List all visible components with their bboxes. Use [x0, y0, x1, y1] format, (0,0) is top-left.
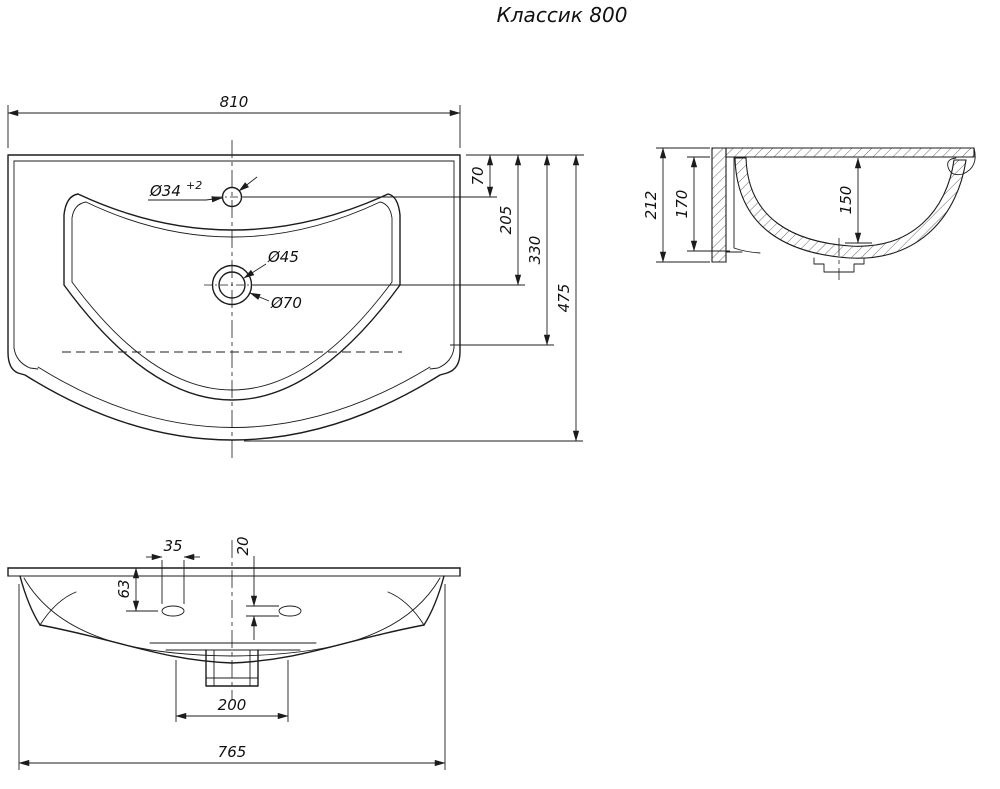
apron-inner-arc: [37, 366, 431, 428]
faucet-hole-tolerance-label: +2: [186, 179, 202, 192]
underside-outer-right: [231, 624, 425, 664]
drawing-title: Классик 800: [497, 3, 628, 27]
dim-205-label: 205: [497, 206, 515, 235]
rim-section-band: [725, 147, 975, 158]
dim-150-label: 150: [837, 186, 855, 215]
front-view-geometry: [7, 540, 461, 700]
drain-hole-label: Ø45: [267, 248, 299, 266]
leader-arrow: [238, 176, 258, 192]
dim-330-label: 330: [526, 236, 544, 265]
dim-765-label: 765: [218, 743, 247, 761]
dim-63-label: 63: [115, 579, 133, 598]
overflow-slot-right: [278, 605, 302, 617]
underside-inner-right: [231, 577, 441, 657]
wall-inner-line: [733, 156, 761, 254]
drain-recess-label: Ø70: [270, 294, 302, 312]
dim-35-label: 35: [163, 537, 182, 555]
side-view-geometry: [711, 147, 976, 280]
dim-20-label: 20: [234, 536, 252, 555]
dim-212-label: 212: [642, 191, 660, 220]
leader-line: [249, 292, 270, 302]
overflow-slot-left: [161, 605, 185, 617]
top-view-geometry: [7, 140, 461, 458]
dim-810-label: 810: [220, 93, 249, 111]
top-view: 810 70 205 330 475 Ø34 +2 Ø4: [7, 93, 584, 458]
underside-inner-left: [23, 577, 233, 657]
basin-outline: [63, 193, 401, 401]
faucet-hole-label: Ø34: [149, 182, 181, 200]
leader-line: [243, 263, 267, 279]
left-wing-outer: [19, 575, 41, 626]
left-wing-inner: [39, 591, 77, 626]
drain-hole-outer: [211, 264, 253, 306]
right-wing-inner: [387, 591, 425, 626]
dim-70-label: 70: [469, 166, 487, 185]
outer-contour: [7, 154, 461, 441]
side-view: 212 170 150: [642, 147, 976, 280]
top-view-dimensions: 810 70 205 330 475 Ø34 +2 Ø4: [7, 93, 584, 442]
leader-line: [148, 196, 223, 203]
underside-outer-left: [39, 624, 233, 664]
right-wing-outer: [423, 575, 445, 626]
side-view-dimensions: 212 170 150: [642, 147, 872, 263]
corner-step-left: [13, 347, 39, 370]
dim-170-label: 170: [673, 190, 691, 219]
dim-200-label: 200: [218, 696, 247, 714]
corner-step-right: [429, 347, 455, 370]
dim-475-label: 475: [555, 284, 573, 313]
drain-hole-inner: [218, 271, 246, 299]
basin-inner-line: [71, 201, 393, 391]
back-wall-section: [711, 147, 727, 263]
bowl-wall-section: [734, 157, 967, 259]
front-view: 35 20 63 200 765: [7, 536, 461, 770]
front-view-dimensions: 35 20 63 200 765: [18, 536, 446, 770]
